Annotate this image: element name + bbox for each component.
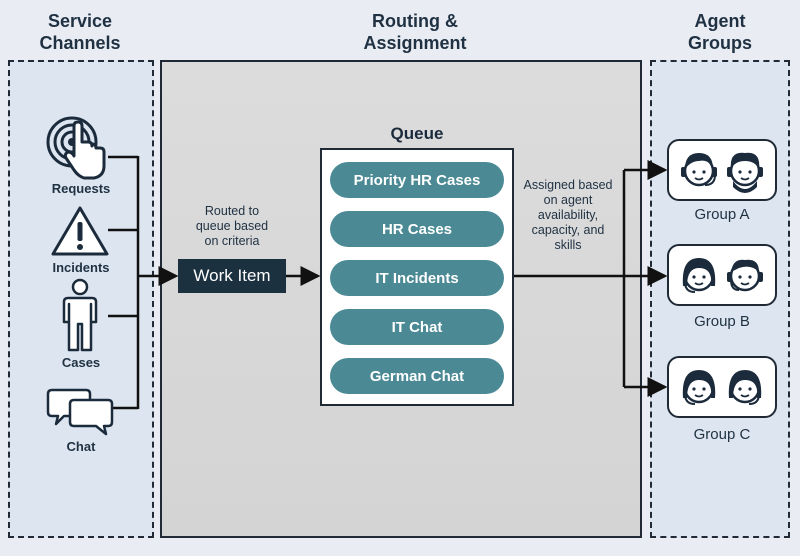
queue-title: Queue	[390, 124, 444, 143]
group-c-box	[667, 356, 777, 418]
group-b-label: Group B	[694, 313, 750, 330]
group-b-box	[667, 244, 777, 306]
queue-item-priority-hr-cases: Priority HR Cases	[330, 162, 504, 198]
agent-pair-icon	[682, 258, 763, 293]
queue-item-it-incidents: IT Incidents	[330, 260, 504, 296]
group-c-label: Group C	[693, 426, 751, 443]
touch-target-icon	[46, 116, 106, 180]
queue-item-german-chat: German Chat	[330, 358, 504, 394]
assigned-text: Assigned based on agent availability, ca…	[523, 178, 613, 252]
agent-groups-title: Agent Groups	[687, 11, 752, 53]
queue-item-hr-cases: HR Cases	[330, 211, 504, 247]
person-icon	[62, 278, 98, 352]
channel-label-chat: Chat	[66, 439, 96, 454]
group-a-label: Group A	[694, 206, 750, 223]
channel-label-requests: Requests	[51, 181, 111, 196]
group-a-box	[667, 139, 777, 201]
routing-title: Routing & Assignment	[363, 11, 467, 53]
service-channels-title: Service Channels	[39, 11, 121, 53]
queue-item-it-chat: IT Chat	[330, 309, 504, 345]
channel-label-incidents: Incidents	[52, 260, 110, 275]
routed-text: Routed to queue based on criteria	[195, 204, 269, 248]
warning-triangle-icon	[51, 206, 109, 256]
channel-label-cases: Cases	[61, 355, 101, 370]
chat-bubbles-icon	[46, 388, 114, 436]
work-item-box: Work Item	[178, 259, 286, 293]
agent-pair-icon	[682, 370, 762, 405]
agent-pair-icon	[681, 152, 763, 193]
